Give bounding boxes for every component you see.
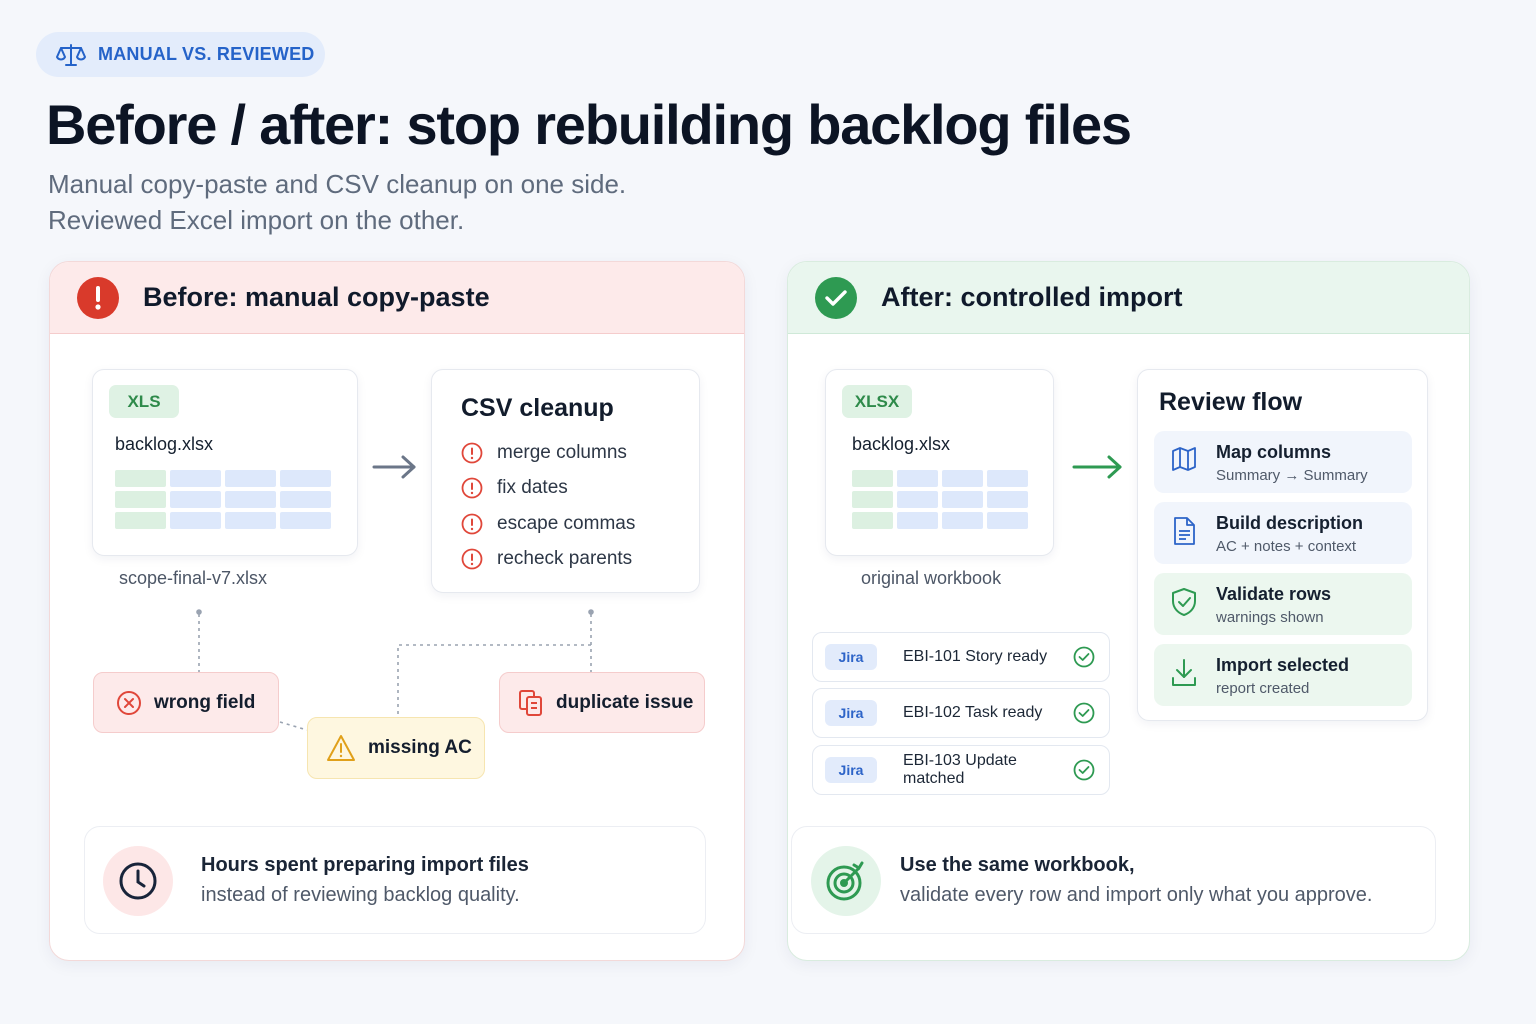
jira-row: Jira EBI-103 Update matched xyxy=(812,745,1110,795)
after-summary-card: Use the same workbook, validate every ro… xyxy=(791,826,1436,934)
issue-duplicate: duplicate issue xyxy=(499,672,705,733)
download-icon xyxy=(1170,658,1198,693)
after-panel: After: controlled import XLSX backlog.xl… xyxy=(787,261,1470,961)
spreadsheet-preview xyxy=(115,470,331,529)
x-circle-icon xyxy=(117,690,141,715)
review-step-validate-rows: Validate rows warnings shown xyxy=(1154,573,1412,635)
summary-line-2: instead of reviewing backlog quality. xyxy=(201,884,520,906)
issue-wrong-field: wrong field xyxy=(93,672,279,733)
file-name: backlog.xlsx xyxy=(115,434,214,454)
csv-item-label: merge columns xyxy=(497,442,627,463)
after-panel-title: After: controlled import xyxy=(881,282,1183,312)
file-caption: original workbook xyxy=(861,568,1002,588)
issue-label: wrong field xyxy=(154,691,256,713)
review-step-import-selected: Import selected report created xyxy=(1154,644,1412,706)
csv-item: escape commas xyxy=(461,513,635,535)
file-name: backlog.xlsx xyxy=(852,434,951,454)
spreadsheet-preview xyxy=(852,470,1028,529)
jira-row-text: EBI-101 Story ready xyxy=(903,648,1048,665)
after-panel-header: After: controlled import xyxy=(788,262,1469,334)
review-step-build-description: Build description AC + notes + context xyxy=(1154,502,1412,564)
csv-item: fix dates xyxy=(461,477,568,499)
issue-missing-ac: missing AC xyxy=(307,717,485,779)
csv-item: recheck parents xyxy=(461,548,632,570)
connector-lines xyxy=(196,609,594,731)
step-title: Import selected xyxy=(1216,655,1350,675)
subtitle-line-2: Reviewed Excel import on the other. xyxy=(48,205,465,235)
warning-triangle-icon xyxy=(327,735,355,761)
before-panel: Before: manual copy-paste XLS backlog.xl… xyxy=(49,261,745,961)
step-subtitle: report created xyxy=(1216,680,1310,697)
after-file-card: XLSX backlog.xlsx xyxy=(825,369,1054,556)
jira-tag: Jira xyxy=(825,757,877,783)
jira-row-text: EBI-103 Update matched xyxy=(903,752,1017,787)
csv-cleanup-title: CSV cleanup xyxy=(461,394,614,422)
csv-item: merge columns xyxy=(461,442,627,464)
scale-icon xyxy=(56,43,86,67)
arrow-right-icon xyxy=(372,454,418,485)
check-icon xyxy=(1073,759,1095,781)
arrow-right-icon xyxy=(1072,454,1124,485)
jira-tag: Jira xyxy=(825,700,877,726)
warning-circle-icon xyxy=(461,548,483,570)
clock-icon xyxy=(103,846,173,916)
file-caption: scope-final-v7.xlsx xyxy=(119,568,268,588)
map-icon xyxy=(1170,445,1198,478)
csv-item-label: fix dates xyxy=(497,477,568,498)
before-summary-card: Hours spent preparing import files inste… xyxy=(84,826,706,934)
target-icon xyxy=(811,846,881,916)
check-circle-icon xyxy=(815,276,857,319)
warning-circle-icon xyxy=(461,442,483,464)
warning-circle-icon xyxy=(461,513,483,535)
issue-label: missing AC xyxy=(368,737,472,758)
csv-item-label: recheck parents xyxy=(497,548,633,569)
before-file-card: XLS backlog.xlsx xyxy=(92,369,358,556)
file-type-tag: XLS xyxy=(109,385,179,418)
file-type-tag: XLSX xyxy=(842,385,912,418)
summary-line-1: Use the same workbook, xyxy=(900,854,1135,876)
step-subtitle: warnings shown xyxy=(1216,609,1324,626)
category-badge: MANUAL VS. REVIEWED xyxy=(36,32,325,77)
step-title: Map columns xyxy=(1216,442,1332,462)
subtitle-line-1: Manual copy-paste and CSV cleanup on one… xyxy=(48,169,627,199)
before-panel-title: Before: manual copy-paste xyxy=(143,282,490,312)
before-panel-header: Before: manual copy-paste xyxy=(50,262,744,334)
page-title: Before / after: stop rebuilding backlog … xyxy=(46,93,1132,156)
review-flow-card: Review flow Map columns Summary → Summar… xyxy=(1137,369,1428,721)
summary-line-2: validate every row and import only what … xyxy=(900,884,1373,906)
jira-row-text: EBI-102 Task ready xyxy=(903,704,1043,721)
step-subtitle: AC + notes + context xyxy=(1216,538,1357,555)
page-subtitle: Manual copy-paste and CSV cleanup on one… xyxy=(48,166,626,238)
summary-line-1: Hours spent preparing import files xyxy=(201,854,529,876)
csv-cleanup-card: CSV cleanup merge columns fix dates esca… xyxy=(431,369,700,593)
badge-label: MANUAL VS. REVIEWED xyxy=(98,44,315,64)
review-step-map-columns: Map columns Summary → Summary xyxy=(1154,431,1412,493)
document-icon xyxy=(1170,516,1198,551)
warning-circle-icon xyxy=(461,477,483,499)
alert-icon xyxy=(77,276,119,319)
step-subtitle: Summary → Summary xyxy=(1216,467,1368,484)
jira-row: Jira EBI-102 Task ready xyxy=(812,688,1110,738)
csv-item-label: escape commas xyxy=(497,513,636,534)
check-icon xyxy=(1073,702,1095,724)
step-title: Validate rows xyxy=(1216,584,1332,604)
check-icon xyxy=(1073,646,1095,668)
shield-check-icon xyxy=(1170,587,1198,622)
jira-tag: Jira xyxy=(825,644,877,670)
review-flow-title: Review flow xyxy=(1159,388,1303,416)
duplicate-icon xyxy=(519,689,542,716)
step-title: Build description xyxy=(1216,513,1364,533)
issue-label: duplicate issue xyxy=(556,691,694,713)
jira-row: Jira EBI-101 Story ready xyxy=(812,632,1110,682)
